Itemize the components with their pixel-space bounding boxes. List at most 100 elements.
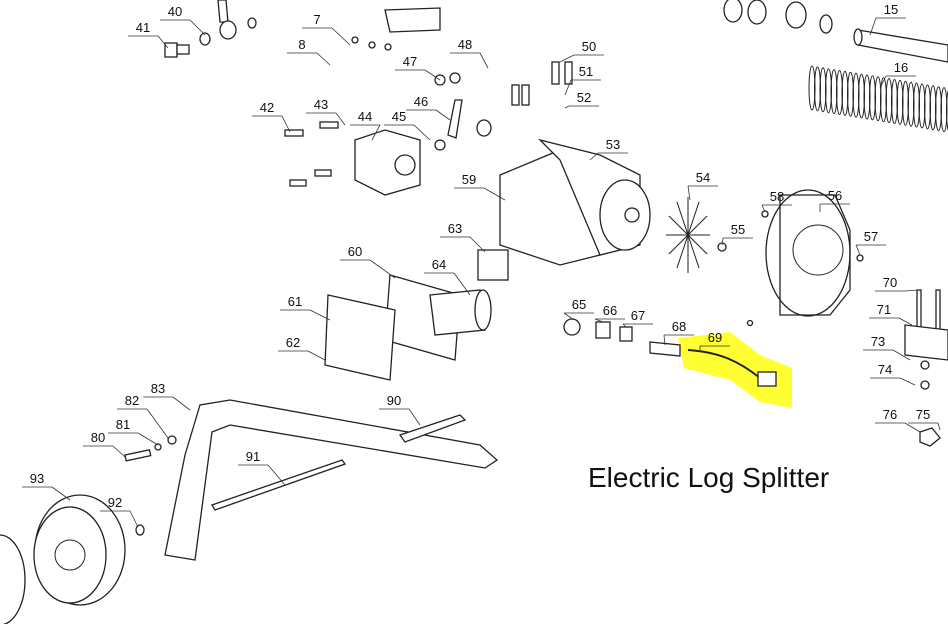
callout-48: 48: [450, 37, 489, 69]
callout-55: 55: [721, 222, 753, 246]
diagram-title: Electric Log Splitter: [588, 462, 830, 493]
fan-blade: [687, 215, 708, 236]
fan-blade: [676, 234, 689, 269]
leader-line: [937, 422, 941, 431]
callout-47: 47: [395, 54, 441, 81]
leader-line: [435, 109, 451, 121]
leader-line: [564, 105, 570, 109]
part-number-label: 91: [246, 449, 260, 464]
part-number-label: 92: [108, 495, 122, 510]
leader-line: [483, 187, 506, 201]
part-number-label: 63: [448, 221, 462, 236]
leader-line: [594, 318, 604, 323]
leader-line: [563, 312, 575, 321]
callout-68: 68: [663, 319, 694, 346]
callout-59: 59: [454, 172, 506, 201]
fan-blade: [687, 234, 708, 255]
callout-42: 42: [252, 100, 291, 133]
leader-line: [157, 35, 169, 49]
callout-65: 65: [563, 297, 594, 321]
part-number-label: 69: [708, 330, 722, 345]
callout-46: 46: [406, 94, 451, 121]
leader-line: [589, 152, 599, 161]
callout-56: 56: [819, 188, 850, 212]
part-number-label: 53: [606, 137, 620, 152]
callout-70: 70: [875, 275, 919, 292]
leader-line: [51, 486, 71, 501]
part-number-label: 46: [414, 94, 428, 109]
fan-blade: [668, 215, 689, 236]
part-number-label: 73: [871, 334, 885, 349]
callout-63: 63: [440, 221, 486, 253]
part-number-label: 71: [877, 302, 891, 317]
leader-line: [469, 236, 486, 253]
callout-71: 71: [869, 302, 913, 326]
part-number-label: 8: [298, 37, 305, 52]
callout-54: 54: [687, 170, 718, 201]
callout-83: 83: [143, 381, 191, 411]
part-number-label: 55: [731, 222, 745, 237]
leader-line: [129, 510, 139, 528]
part-number-label: 81: [116, 417, 130, 432]
callout-66: 66: [594, 303, 625, 323]
leader-line: [869, 17, 877, 36]
part-number-label: 82: [125, 393, 139, 408]
leader-line: [371, 124, 381, 141]
callout-69: 69: [699, 330, 730, 350]
leader-line: [559, 54, 575, 63]
fan-blade: [668, 234, 689, 255]
callout-67: 67: [622, 308, 653, 328]
part-number-label: 83: [151, 381, 165, 396]
leader-line: [855, 244, 861, 256]
part-number-label: 93: [30, 471, 44, 486]
part-number-label: 61: [288, 294, 302, 309]
leader-line: [408, 408, 421, 426]
leader-line: [172, 396, 191, 411]
leader-line: [146, 408, 169, 439]
part-number-label: 59: [462, 172, 476, 187]
leader-line: [761, 204, 766, 213]
part-number-label: 7: [313, 12, 320, 27]
callout-50: 50: [559, 39, 604, 63]
part-number-label: 57: [864, 229, 878, 244]
leader-line: [413, 124, 431, 141]
leader-line: [899, 377, 916, 386]
callout-76: 76: [875, 407, 921, 433]
part-number-label: 60: [348, 244, 362, 259]
spring-coil: [946, 89, 948, 132]
callout-62: 62: [278, 335, 326, 361]
callout-93: 93: [22, 471, 71, 501]
callout-61: 61: [280, 294, 331, 321]
leader-line: [309, 309, 331, 321]
leader-line: [424, 69, 441, 81]
part-number-label: 65: [572, 297, 586, 312]
callout-75: 75: [908, 407, 941, 431]
callout-44: 44: [350, 109, 381, 141]
callout-53: 53: [589, 137, 628, 161]
part-number-label: 52: [577, 90, 591, 105]
part-number-label: 45: [392, 109, 406, 124]
part-number-label: 66: [603, 303, 617, 318]
callout-90: 90: [379, 393, 421, 426]
leader-line: [879, 75, 887, 89]
part-number-label: 51: [579, 64, 593, 79]
callout-91: 91: [238, 449, 286, 486]
part-number-label: 67: [631, 308, 645, 323]
part-number-label: 47: [403, 54, 417, 69]
fan-blade: [687, 201, 700, 236]
callout-43: 43: [306, 97, 346, 126]
part-number-label: 16: [894, 60, 908, 75]
part-number-label: 42: [260, 100, 274, 115]
leader-line: [316, 52, 331, 66]
part-number-label: 41: [136, 20, 150, 35]
part-number-label: 64: [432, 257, 446, 272]
callout-8: 8: [287, 37, 331, 66]
part-number-label: 74: [878, 362, 892, 377]
part-number-label: 80: [91, 430, 105, 445]
callout-45: 45: [384, 109, 431, 141]
callout-92: 92: [100, 495, 139, 528]
part-number-label: 44: [358, 109, 372, 124]
part-number-label: 58: [770, 189, 784, 204]
